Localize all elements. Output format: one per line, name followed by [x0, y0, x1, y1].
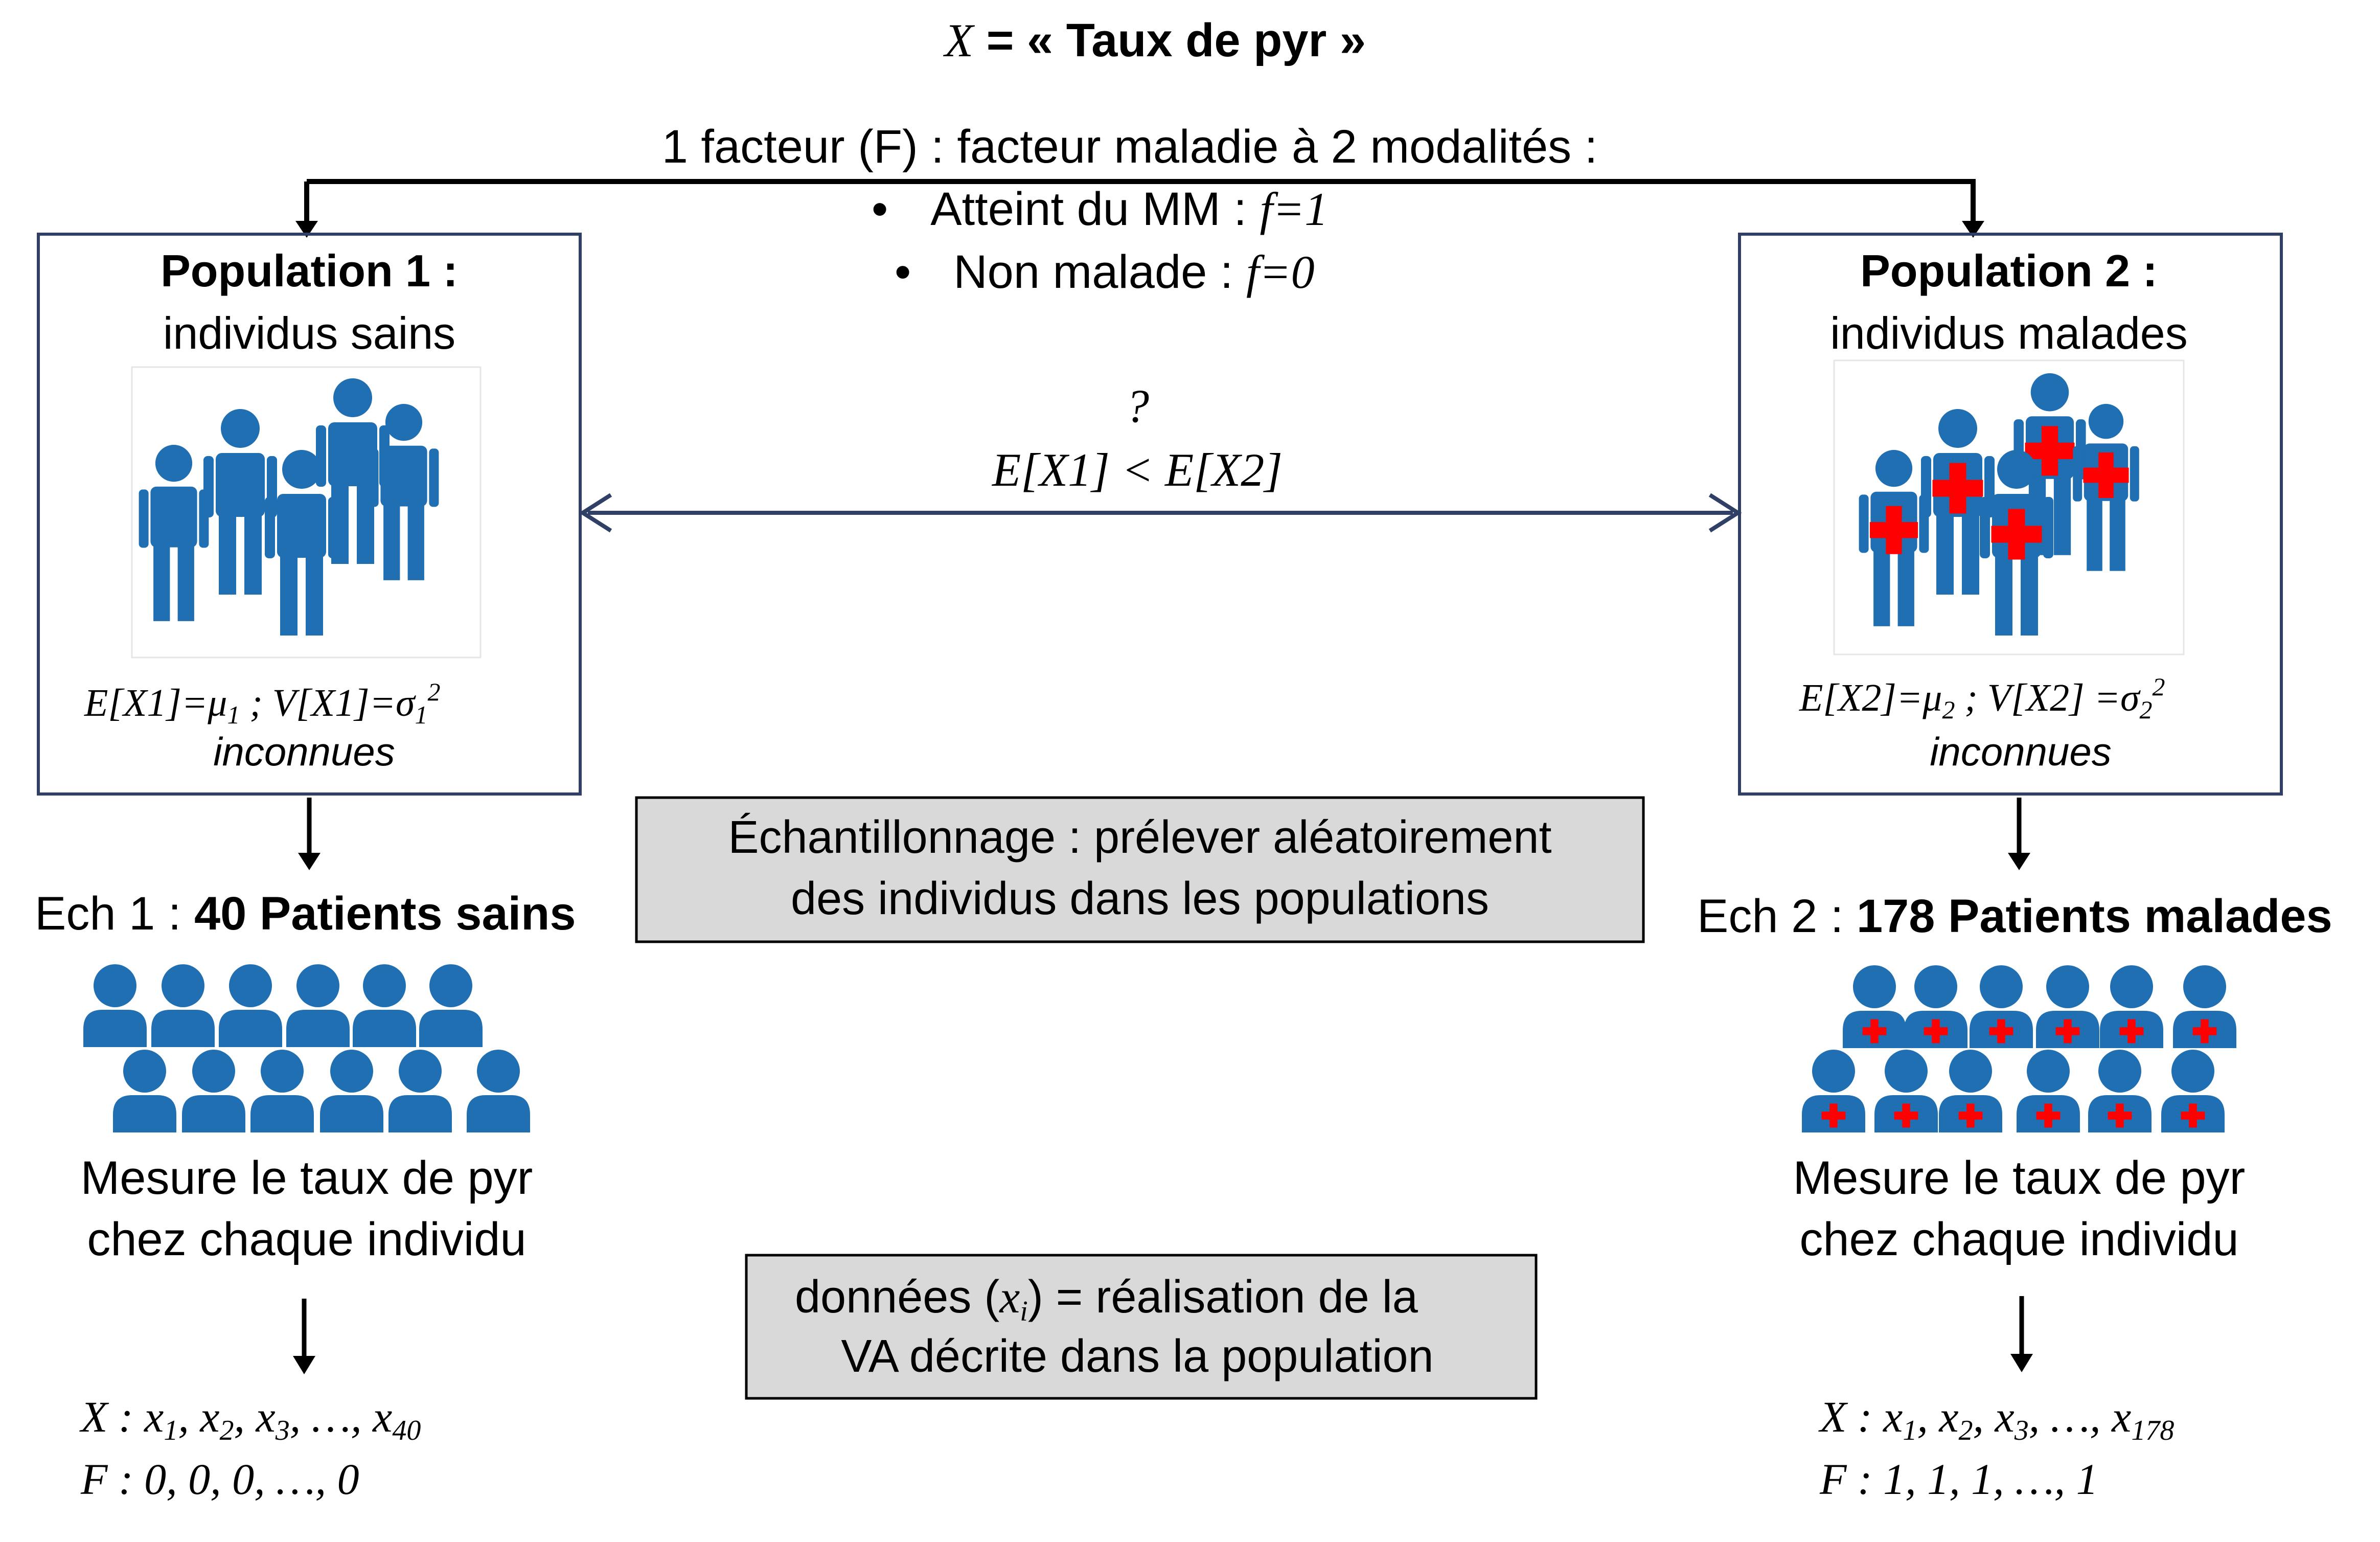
- patient-icon: [1802, 1050, 1865, 1132]
- population-2-unknowns: inconnues: [1930, 729, 2112, 774]
- measure-2-line-2: chez chaque individu: [1799, 1213, 2238, 1265]
- bullet-dot-icon: •: [872, 183, 888, 235]
- arrow-down-3-head: [293, 1356, 315, 1374]
- patient-icon: [2161, 1050, 2225, 1132]
- factor-arrowhead-left: [295, 221, 318, 238]
- values-1-x: X : x1, x2, x3, …, x40: [79, 1392, 421, 1446]
- data-box: [745, 1254, 1538, 1400]
- person-icon: [1980, 450, 2053, 636]
- population-1-frame: [37, 233, 582, 796]
- patient-icon: [2173, 965, 2236, 1048]
- person-icon: [369, 404, 439, 580]
- comparison-hypothesis: E[X1] < E[X2]: [991, 444, 1283, 496]
- patient-icon: [419, 964, 483, 1047]
- bullet-2: • Non malade : f=0: [895, 246, 1315, 298]
- bullet-1-expr: f=1: [1260, 183, 1328, 235]
- bullet-1: • Atteint du MM : f=1: [872, 183, 1328, 235]
- values-2-x: X : x1, x2, x3, …, x178: [1818, 1392, 2174, 1446]
- patient-icon: [1970, 965, 2033, 1048]
- title-equation: = « Taux de pyr »: [973, 14, 1366, 66]
- factor-bullets-bg: [849, 184, 1411, 302]
- population-1-title: Population 1 :: [161, 245, 458, 296]
- patient-icon: [113, 1050, 176, 1132]
- patient-icon: [1939, 1050, 2002, 1132]
- sample-2-label: Ech 2 : 178 Patients malades: [1697, 890, 2332, 942]
- bullet-2-expr: f=0: [1246, 246, 1315, 298]
- patient-icon: [250, 1050, 314, 1132]
- population-1-subtitle: individus sains: [163, 308, 455, 358]
- patient-icon: [1904, 965, 1967, 1048]
- population-2-title: Population 2 :: [1860, 245, 2158, 296]
- sample-1-patients-icon: [83, 964, 530, 1132]
- data-line-2: VA décrite dans la population: [841, 1331, 1433, 1382]
- values-2-f: F : 1, 1, 1, …, 1: [1819, 1455, 2098, 1504]
- values-1-f: F : 0, 0, 0, …, 0: [80, 1455, 359, 1504]
- sample-2-patients-icon: [1802, 965, 2236, 1132]
- bullet-dot-icon: •: [895, 246, 911, 298]
- patient-icon: [2036, 965, 2099, 1048]
- comparison-arrowhead-left: [579, 493, 612, 533]
- patient-icon: [219, 964, 282, 1047]
- patient-icon: [151, 964, 215, 1047]
- population-2-subtitle: individus malades: [1830, 308, 2188, 358]
- person-icon: [1859, 450, 1929, 626]
- patient-icon: [320, 1050, 383, 1132]
- patient-icon: [2100, 965, 2163, 1048]
- healthy-crowd-icon: [139, 378, 439, 636]
- measure-1-line-1: Mesure le taux de pyr: [81, 1152, 533, 1204]
- person-icon: [265, 450, 338, 636]
- factor-header: 1 facteur (F) : facteur maladie à 2 moda…: [662, 121, 1598, 173]
- measure-2-line-1: Mesure le taux de pyr: [1793, 1152, 2246, 1204]
- patient-icon: [2017, 1050, 2080, 1132]
- patient-icon: [467, 1050, 530, 1132]
- patient-icon: [286, 964, 350, 1047]
- patient-icon: [2088, 1050, 2152, 1132]
- patient-icon: [1874, 1050, 1938, 1132]
- arrow-down-2-head: [2008, 853, 2030, 870]
- population-1-params: E[X1]=μ1 ; V[X1]=σ12: [84, 677, 441, 729]
- population-2-params: E[X2]=μ2 ; V[X2] =σ22: [1799, 672, 2165, 724]
- sample-1-label: Ech 1 : 40 Patients sains: [35, 888, 576, 940]
- patient-icon: [83, 964, 147, 1047]
- patient-icon: [353, 964, 416, 1047]
- page-title: X = « Taux de pyr »: [943, 14, 1366, 66]
- measure-1-line-2: chez chaque individu: [87, 1213, 526, 1265]
- comparison-arrowhead-right: [1708, 493, 1742, 533]
- sampling-line-1: Échantillonnage : prélever aléatoirement: [728, 812, 1552, 863]
- patient-icon: [182, 1050, 245, 1132]
- data-line-1: données (xi) = réalisation de la: [795, 1272, 1418, 1327]
- person-icon: [2073, 404, 2139, 571]
- sick-crowd-icon: [1859, 373, 2139, 636]
- sampling-box: [635, 796, 1645, 943]
- factor-arrowhead-right: [1962, 221, 1984, 238]
- patient-icon: [388, 1050, 452, 1132]
- arrow-down-4-head: [2010, 1354, 2033, 1372]
- factor-header-bg: [603, 117, 1656, 173]
- comparison-question: ?: [1126, 380, 1149, 432]
- sampling-line-2: des individus dans les populations: [791, 873, 1489, 924]
- bullet-1-text: Atteint du MM :: [930, 183, 1260, 235]
- title-variable: X: [943, 14, 975, 66]
- patient-icon: [1843, 965, 1906, 1048]
- arrow-down-1-head: [298, 853, 321, 870]
- population-1-unknowns: inconnues: [213, 729, 395, 774]
- bullet-2-text: Non malade :: [953, 246, 1246, 298]
